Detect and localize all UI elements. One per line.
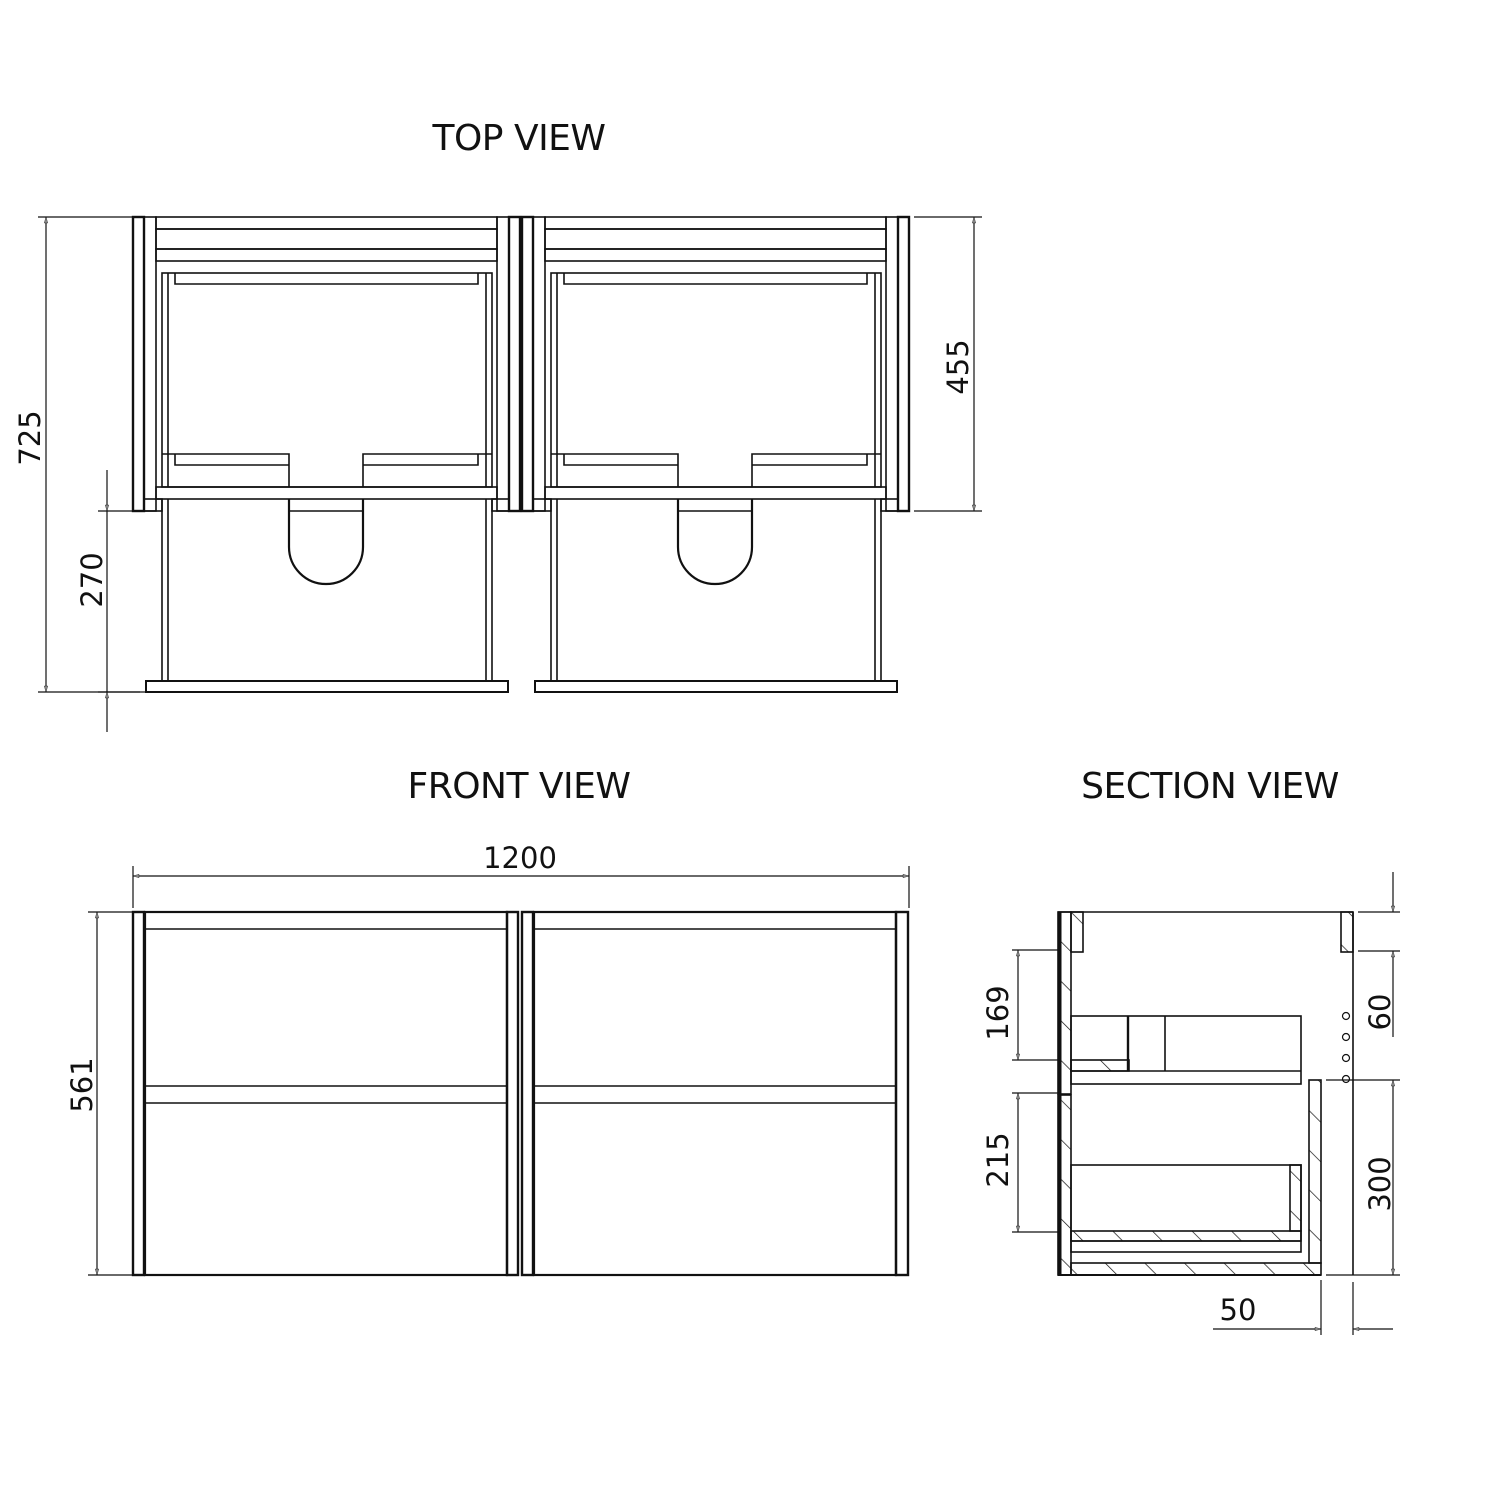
top-unit-right [520, 215, 911, 693]
section-view-drawing [1012, 872, 1400, 1335]
section-view-title: SECTION VIEW [1081, 766, 1339, 807]
dim-1200: 1200 [483, 841, 557, 875]
top-view-title: TOP VIEW [432, 118, 606, 159]
front-view-drawing [88, 866, 910, 1277]
front-unit-left [131, 910, 520, 1277]
dim-50: 50 [1219, 1293, 1257, 1327]
top-unit-left [131, 215, 522, 693]
front-view-title: FRONT VIEW [407, 766, 631, 807]
front-unit-right [520, 910, 910, 1277]
top-view-drawing [38, 215, 982, 732]
